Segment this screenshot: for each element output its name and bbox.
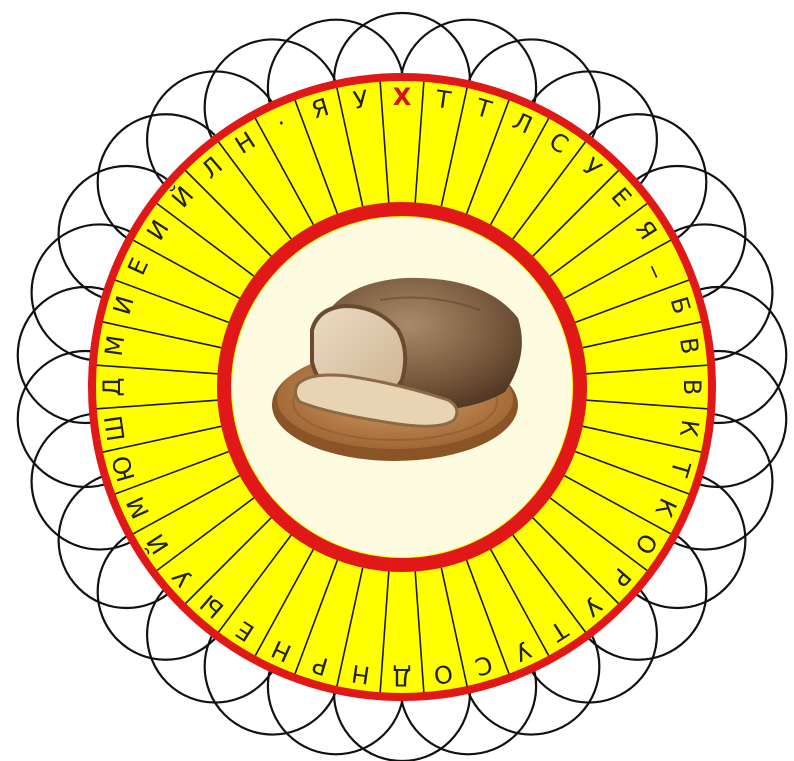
sector-letter[interactable]: Д — [98, 378, 126, 397]
sector-letter[interactable]: В — [678, 379, 706, 395]
sector-letter[interactable]: М — [100, 333, 131, 357]
sector-letter[interactable]: О — [432, 659, 455, 689]
sector-letter[interactable]: Ш — [99, 414, 130, 443]
sector-letter[interactable]: Д — [393, 663, 412, 691]
sector-letter[interactable]: Х — [393, 83, 412, 111]
